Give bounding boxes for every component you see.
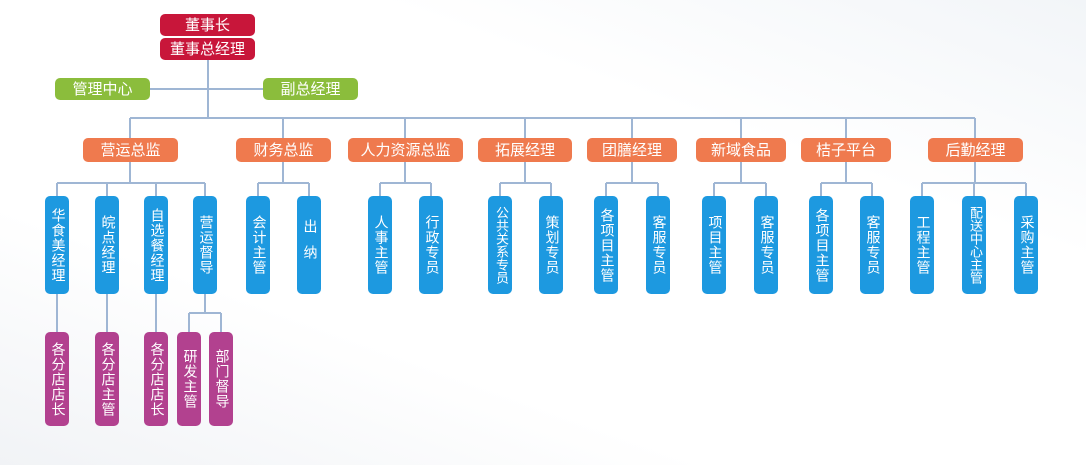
deputy-gm-box: 副总经理 — [263, 78, 358, 100]
dept-food: 新域食品 — [696, 138, 786, 162]
subrole-dept-supervisor: 部门督导 — [209, 332, 233, 426]
role-platform-service-specialist: 客服专员 — [860, 196, 884, 294]
role-cashier: 出纳 — [297, 196, 321, 294]
role-catering-service-specialist: 客服专员 — [646, 196, 670, 294]
role-ops-supervisor: 营运督导 — [193, 196, 217, 294]
role-catering-project-supervisor: 各项目主管 — [594, 196, 618, 294]
role-wandian-manager: 皖点经理 — [95, 196, 119, 294]
role-zixuan-manager: 自选餐经理 — [144, 196, 168, 294]
dept-expansion: 拓展经理 — [478, 138, 572, 162]
role-personnel-supervisor: 人事主管 — [368, 196, 392, 294]
subrole-huashi-store-manager: 各分店店长 — [45, 332, 69, 426]
dept-catering: 团膳经理 — [587, 138, 677, 162]
dept-hr: 人力资源总监 — [348, 138, 463, 162]
role-food-project-supervisor: 项目主管 — [702, 196, 726, 294]
role-admin-specialist: 行政专员 — [419, 196, 443, 294]
role-platform-project-supervisor: 各项目主管 — [809, 196, 833, 294]
role-accounting-supervisor: 会计主管 — [246, 196, 270, 294]
dept-operations: 营运总监 — [83, 138, 178, 162]
role-food-service-specialist: 客服专员 — [754, 196, 778, 294]
general-manager-box: 董事总经理 — [160, 38, 255, 60]
role-engineering-supervisor: 工程主管 — [910, 196, 934, 294]
role-huashi-manager: 华食美经理 — [45, 196, 69, 294]
subrole-zixuan-store-manager: 各分店店长 — [144, 332, 168, 426]
subrole-rd-manager: 研发主管 — [177, 332, 201, 426]
dept-platform: 桔子平台 — [801, 138, 891, 162]
role-purchasing-supervisor: 采购主管 — [1014, 196, 1038, 294]
dept-finance: 财务总监 — [236, 138, 331, 162]
role-planning-specialist: 策划专员 — [539, 196, 563, 294]
management-center-box: 管理中心 — [55, 78, 150, 100]
role-delivery-center-supervisor: 配送中心主管 — [962, 196, 986, 294]
chairman-box: 董事长 — [160, 14, 255, 36]
role-pr-specialist: 公共关系专员 — [488, 196, 512, 294]
subrole-wandian-store-supervisor: 各分店主管 — [95, 332, 119, 426]
dept-logistics: 后勤经理 — [928, 138, 1023, 162]
